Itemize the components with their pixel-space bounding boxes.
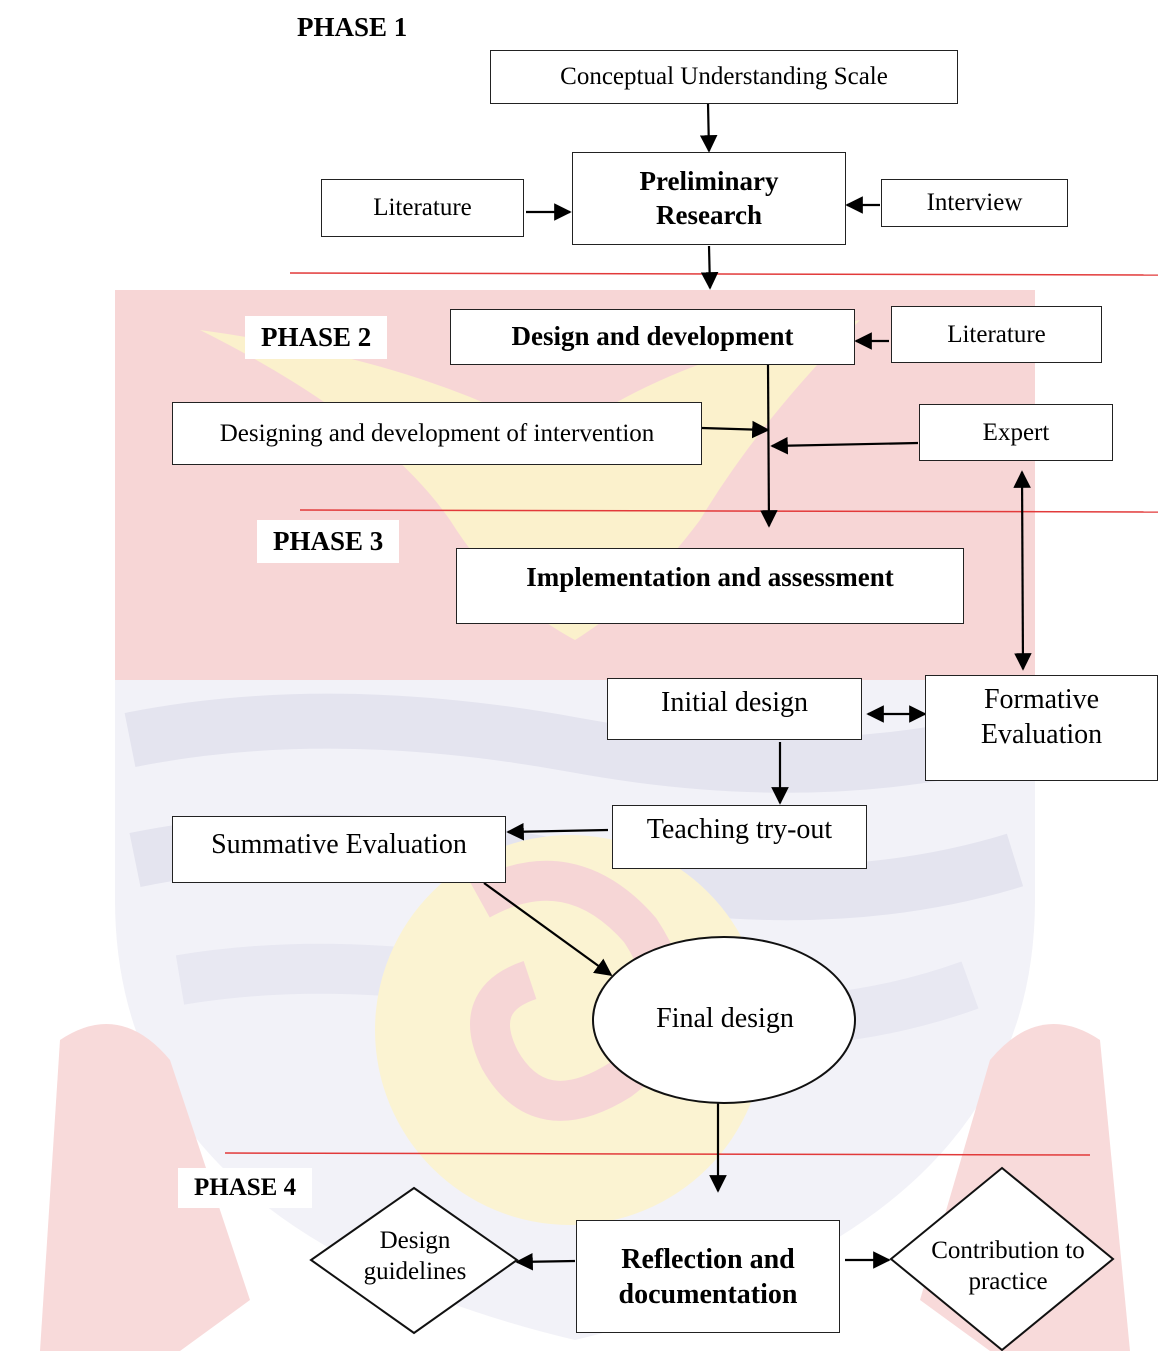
literature-box-1: Literature bbox=[321, 179, 524, 237]
designing-intervention-box: Designing and development of interventio… bbox=[172, 402, 702, 465]
arrow-expert-to-flow bbox=[770, 436, 919, 455]
arrow-intervention-to-flow bbox=[701, 420, 770, 439]
literature-box-2: Literature bbox=[891, 306, 1102, 363]
arrow-scale-to-research bbox=[699, 102, 718, 153]
contribution-practice-diamond bbox=[889, 1166, 1115, 1351]
arrow-research-to-design bbox=[700, 245, 719, 290]
phase-4-label: PHASE 4 bbox=[178, 1168, 313, 1208]
contribution-practice-label: Contribution to practice bbox=[931, 1236, 1085, 1295]
conceptual-scale-box: Conceptual Understanding Scale bbox=[490, 50, 958, 104]
phase-divider-3-4 bbox=[224, 1152, 1091, 1156]
formative-evaluation-box: Formative Evaluation bbox=[925, 675, 1158, 781]
design-guidelines-label: Design guidelines bbox=[363, 1226, 467, 1285]
design-guidelines-diamond bbox=[309, 1186, 519, 1335]
phase-1-label: PHASE 1 bbox=[281, 6, 424, 49]
arrow-reflection-to-guidelines bbox=[515, 1252, 576, 1271]
initial-design-box: Initial design bbox=[607, 678, 862, 740]
design-development-box: Design and development bbox=[450, 309, 855, 365]
arrow-expert-formative bbox=[1013, 470, 1032, 671]
implementation-assessment-box: Implementation and assessment bbox=[456, 548, 964, 624]
summative-evaluation-box: Summative Evaluation bbox=[172, 816, 506, 883]
phase-2-label: PHASE 2 bbox=[245, 316, 388, 359]
arrow-summative-to-final bbox=[483, 882, 613, 977]
phase-3-label: PHASE 3 bbox=[257, 520, 400, 563]
interview-box: Interview bbox=[881, 179, 1068, 227]
final-design-label: Final design bbox=[656, 1002, 794, 1034]
preliminary-research-box: Preliminary Research bbox=[572, 152, 846, 245]
arrow-tryout-to-summative bbox=[506, 822, 609, 841]
crest-eagle bbox=[200, 320, 860, 640]
expert-box: Expert bbox=[919, 404, 1113, 461]
arrow-design-to-implementation bbox=[760, 364, 778, 528]
phase-divider-1-2 bbox=[289, 272, 1158, 276]
reflection-documentation-box: Reflection and documentation bbox=[576, 1220, 840, 1333]
teaching-tryout-box: Teaching try-out bbox=[612, 805, 867, 869]
